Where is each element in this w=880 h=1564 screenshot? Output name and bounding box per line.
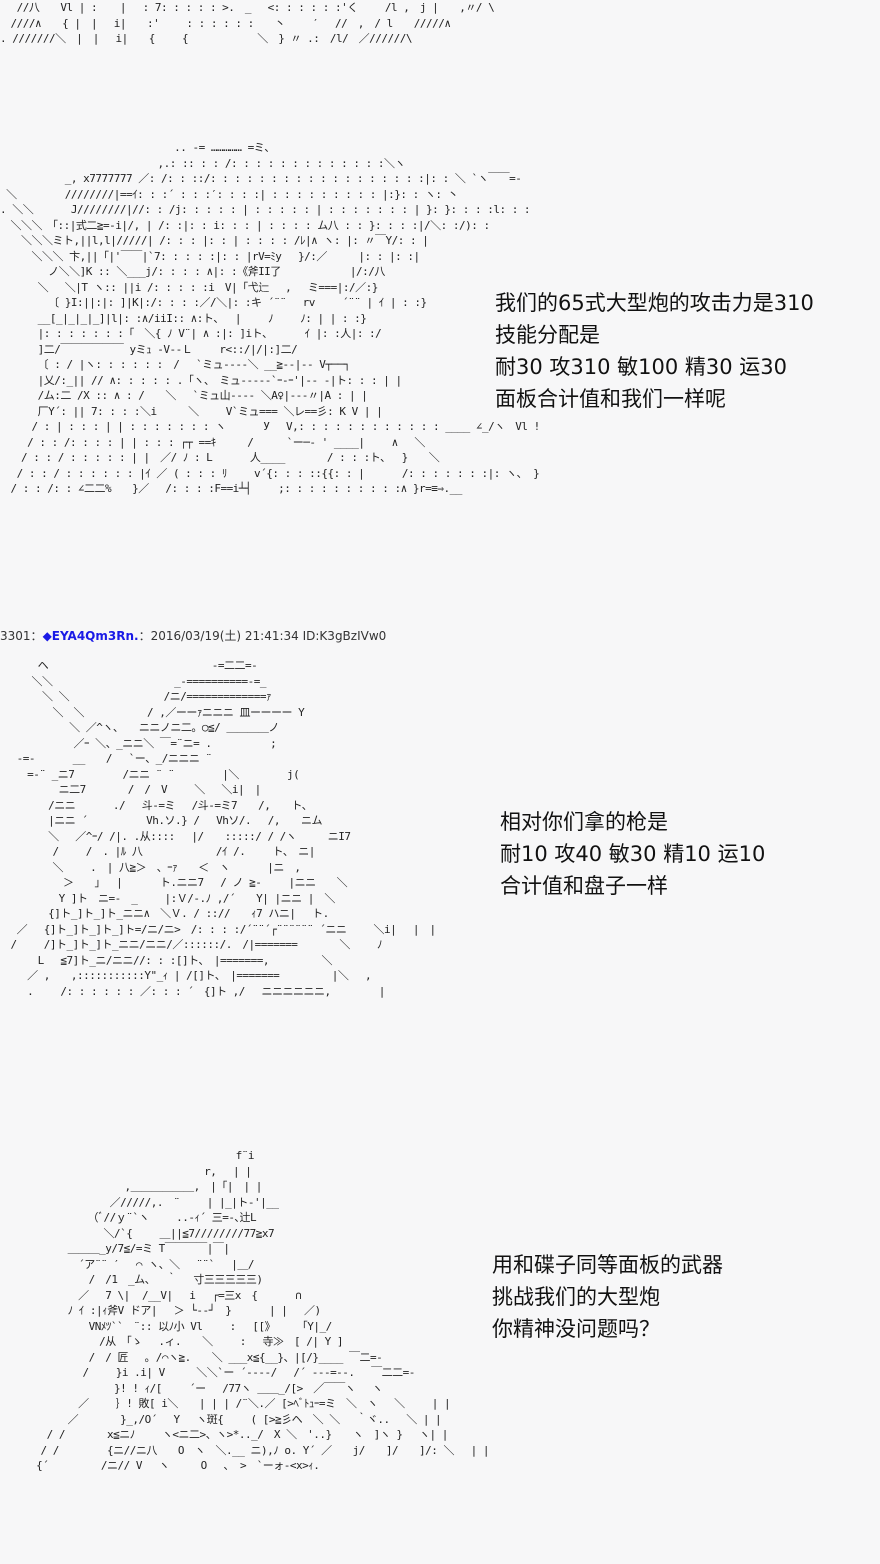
post-separator: ： [30, 629, 43, 643]
caption-line: 你精神没问题吗？ [492, 1317, 660, 1341]
dialogue-caption-1: 我们的65式大型炮的攻击力是310 技能分配是 耐30 攻310 敏100 精3… [495, 287, 814, 415]
caption-line: 面板合计值和我们一样呢 [495, 387, 726, 411]
poster-name[interactable]: ◆EYA4Qm3Rn. [42, 629, 139, 643]
post-datetime-id: ：2016/03/19(土) 21:41:34 ID:K3gBzIVw0 [138, 629, 387, 643]
post-number: 3301 [0, 629, 31, 643]
ascii-art-spear-character: ヘ -=二二=- ＼＼ _-==========-=_ ＼ ＼ /ニ/=====… [10, 659, 436, 998]
post-header: 3301：◆EYA4Qm3Rn.：2016/03/19(土) 21:41:34 … [0, 627, 386, 644]
ascii-art-mech-character: f¨i r, | | ,＿＿＿＿＿＿, |「| | | ／/////,. ¨ |… [36, 1149, 490, 1472]
caption-line: 耐30 攻310 敏100 精30 运30 [495, 355, 788, 379]
ascii-art-cannon-character: .. -= …………… =ミ、 ,.: :: : : /: : : : : : … [0, 141, 540, 495]
dialogue-caption-2: 相对你们拿的枪是 耐10 攻40 敏30 精10 运10 合计值和盘子一样 [500, 806, 765, 902]
caption-line: 技能分配是 [495, 323, 600, 347]
caption-line: 用和碟子同等面板的武器 [492, 1253, 723, 1277]
caption-line: 挑战我们的大型炮 [492, 1285, 660, 1309]
caption-line: 我们的65式大型炮的攻击力是310 [495, 291, 814, 315]
caption-line: 合计值和盘子一样 [500, 874, 668, 898]
caption-line: 相对你们拿的枪是 [500, 810, 668, 834]
dialogue-caption-3: 用和碟子同等面板的武器 挑战我们的大型炮 你精神没问题吗？ [492, 1249, 723, 1345]
caption-line: 耐10 攻40 敏30 精10 运10 [500, 842, 766, 866]
ascii-art-top-fragment: //八 Vl | : | : 7: : : : : >. _ <: : : : … [0, 1, 495, 45]
